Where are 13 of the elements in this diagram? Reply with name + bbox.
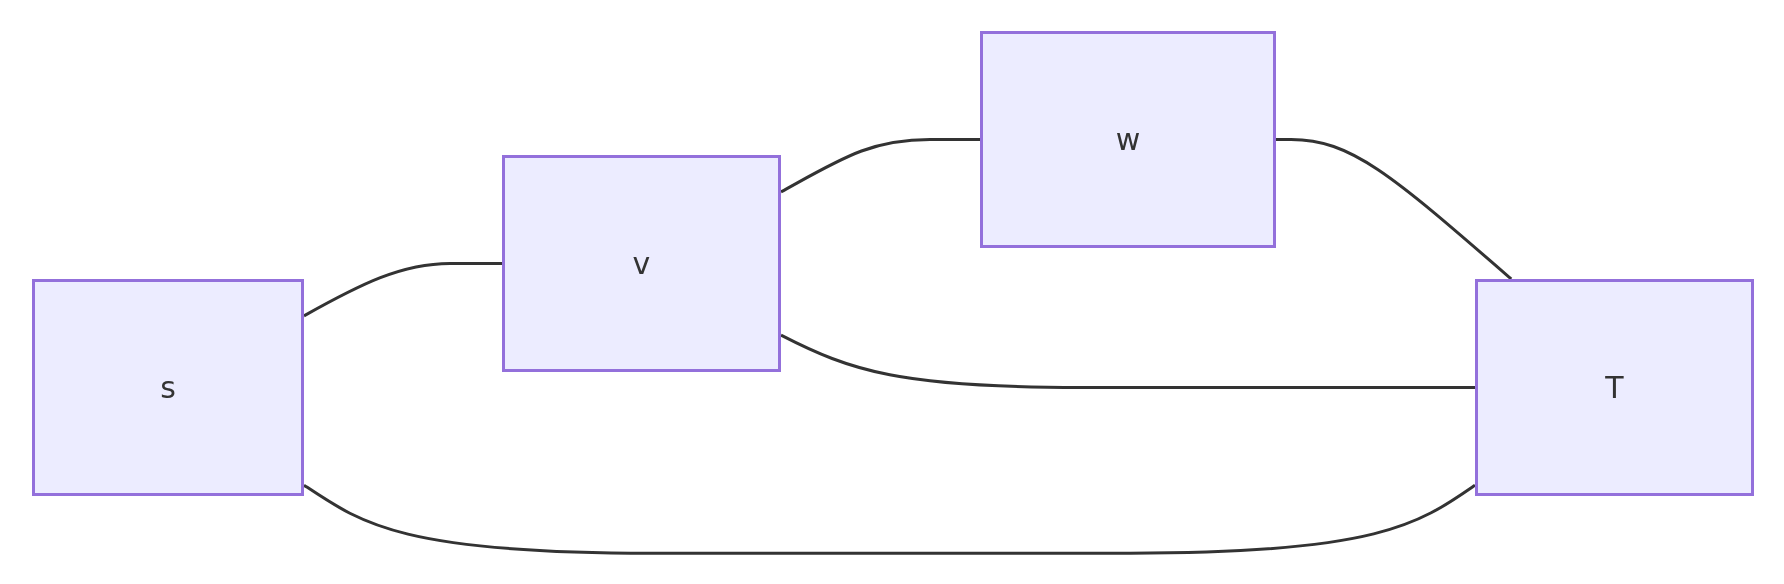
node-label: w — [1115, 122, 1141, 157]
connector-line — [780, 138, 980, 194]
connector-line — [303, 262, 502, 318]
node-label: v — [632, 246, 651, 281]
connector-line — [780, 333, 1475, 389]
node-label: s — [160, 370, 176, 405]
node-label: T — [1605, 370, 1624, 405]
connector-line — [303, 483, 1476, 555]
process-box — [980, 31, 1276, 248]
process-box — [502, 155, 781, 372]
process-box — [1475, 279, 1754, 496]
process-box — [32, 279, 304, 496]
connector-line — [1276, 138, 1513, 281]
